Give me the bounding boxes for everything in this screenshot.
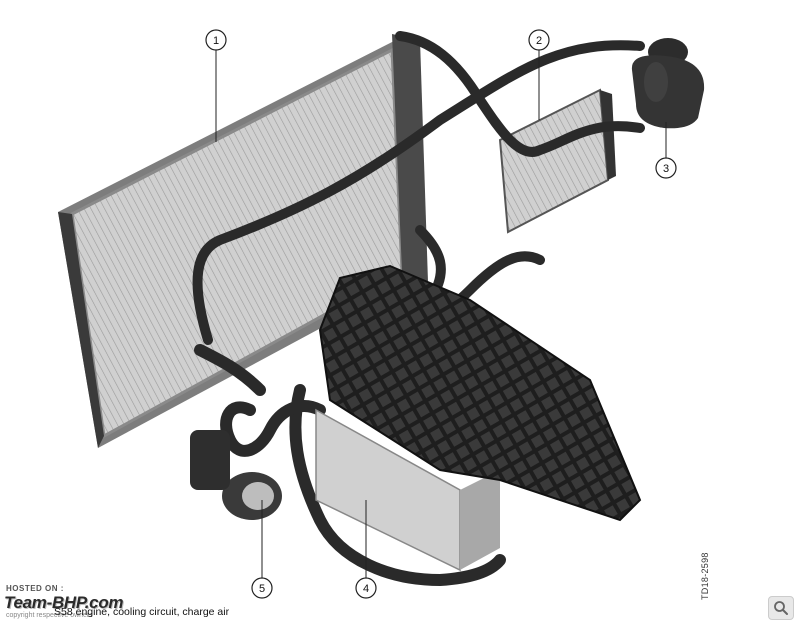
electric-coolant-pump bbox=[190, 430, 282, 520]
figure-caption: S58 engine, cooling circuit, charge air bbox=[54, 606, 230, 618]
callout-2-label: 2 bbox=[536, 35, 542, 47]
magnifier-icon bbox=[774, 601, 788, 615]
callout-4: 4 bbox=[355, 577, 377, 599]
intake-manifold bbox=[318, 264, 642, 522]
expansion-tank bbox=[631, 38, 705, 129]
callout-1-label: 1 bbox=[213, 35, 219, 47]
charge-air-cooler bbox=[315, 408, 500, 572]
callout-3: 3 bbox=[655, 157, 677, 179]
callout-5: 5 bbox=[251, 577, 273, 599]
callout-3-label: 3 bbox=[663, 163, 669, 175]
callout-5-label: 5 bbox=[259, 583, 265, 595]
callout-leaders bbox=[215, 50, 667, 578]
figure-code: TD18-2598 bbox=[700, 552, 710, 600]
zoom-button[interactable] bbox=[768, 596, 794, 620]
auxiliary-radiator bbox=[498, 88, 616, 234]
callout-2: 2 bbox=[528, 29, 550, 51]
radiator bbox=[58, 34, 428, 448]
team-bhp-logo: Team-BHP.com bbox=[4, 593, 124, 612]
callout-4-label: 4 bbox=[363, 583, 369, 595]
callout-1: 1 bbox=[205, 29, 227, 51]
copyright-notice: copyright respective owners bbox=[6, 612, 93, 619]
hosted-on-label: HOSTED ON : bbox=[6, 584, 64, 593]
